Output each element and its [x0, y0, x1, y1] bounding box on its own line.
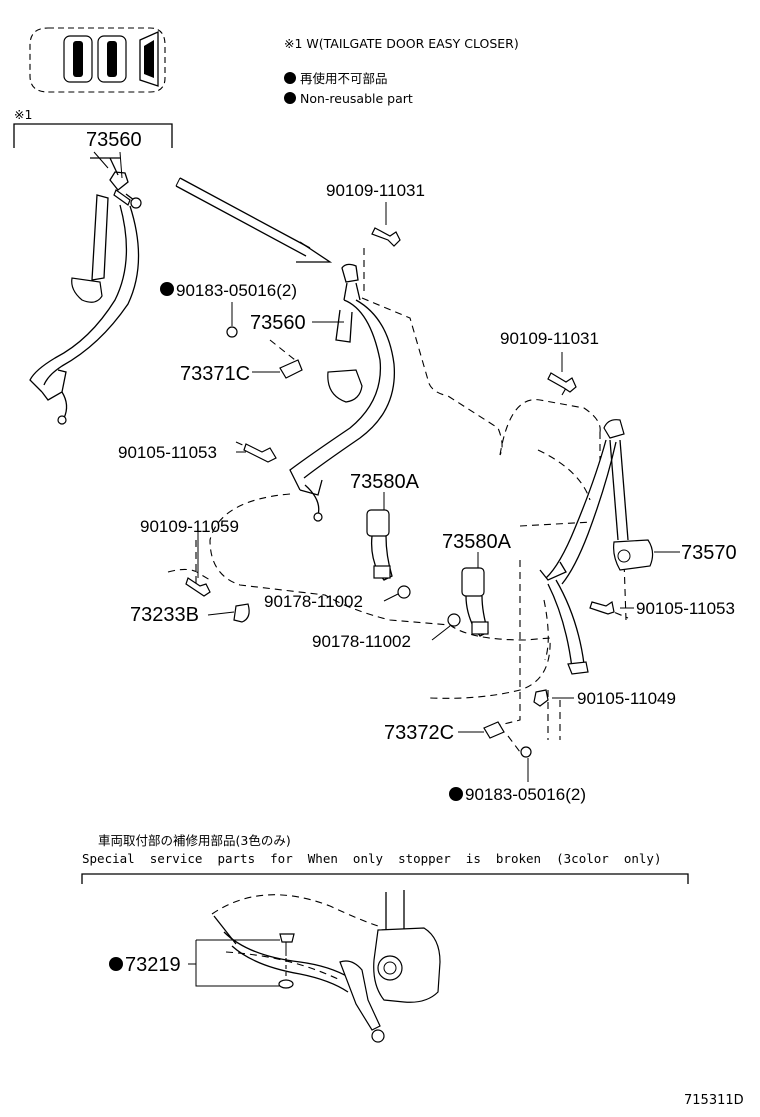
callout-90105-11053-left: 90105-11053	[118, 443, 217, 462]
legend-jp: 再使用不可部品	[300, 71, 388, 86]
buckle-73580a-lower	[461, 567, 489, 637]
diagram-id: 715311D	[684, 1093, 744, 1108]
non-reusable-dot-icon	[109, 957, 123, 971]
callout-90183-05016-upper: 90183-05016(2)	[176, 281, 297, 300]
service-bracket	[81, 873, 689, 884]
header-note-w: ※1 W(TAILGATE DOOR EASY CLOSER)	[284, 36, 519, 51]
ref-bracket	[13, 123, 173, 148]
seat-belt-left	[289, 263, 396, 522]
callout-90178-11002-upper: 90178-11002	[264, 592, 363, 611]
direction-arrow-icon	[175, 177, 311, 257]
callout-90183-05016-lower: 90183-05016(2)	[465, 785, 586, 804]
callout-90178-11002-lower: 90178-11002	[312, 632, 411, 651]
seat-belt-right	[539, 419, 654, 675]
leader-lines	[93, 151, 680, 782]
callout-73560-ref: 73560	[86, 129, 142, 151]
bolt-icon	[113, 189, 615, 707]
callout-bracket-73219	[195, 939, 280, 987]
service-note-jp: 車両取付部の補修用部品(3色のみ)	[98, 833, 291, 848]
non-reusable-dot-icon	[160, 282, 174, 296]
callout-73219: 73219	[125, 954, 181, 976]
nut-icon	[226, 326, 532, 758]
callout-90105-11053-right: 90105-11053	[636, 599, 735, 618]
callout-90105-11049: 90105-11049	[577, 689, 676, 708]
legend-en: Non-reusable part	[300, 91, 413, 106]
ref-mark: ※1	[14, 107, 32, 122]
non-reusable-dot-icon	[449, 787, 463, 801]
callout-73560: 73560	[250, 312, 306, 334]
buckle-73580a-upper	[366, 509, 393, 581]
callout-73371c: 73371C	[180, 363, 250, 385]
seat-belt-assembly-ref	[29, 157, 142, 425]
clip-icon	[233, 359, 505, 739]
callout-73580a-upper: 73580A	[350, 471, 420, 493]
service-note-en: Special service parts for When only stop…	[82, 851, 661, 866]
callout-73233b: 73233B	[130, 604, 199, 626]
vehicle-icon	[29, 27, 166, 93]
callout-90109-11031-upper: 90109-11031	[326, 181, 425, 200]
callout-90109-11059: 90109-11059	[140, 517, 239, 536]
callout-90109-11031-right: 90109-11031	[500, 329, 599, 348]
stopper-detail-drawing	[211, 890, 441, 1043]
callout-73372c: 73372C	[384, 722, 454, 744]
non-reusable-dot-icon	[284, 92, 296, 104]
non-reusable-dot-icon	[284, 72, 296, 84]
callout-73570: 73570	[681, 542, 737, 564]
callout-73580a-lower: 73580A	[442, 531, 512, 553]
